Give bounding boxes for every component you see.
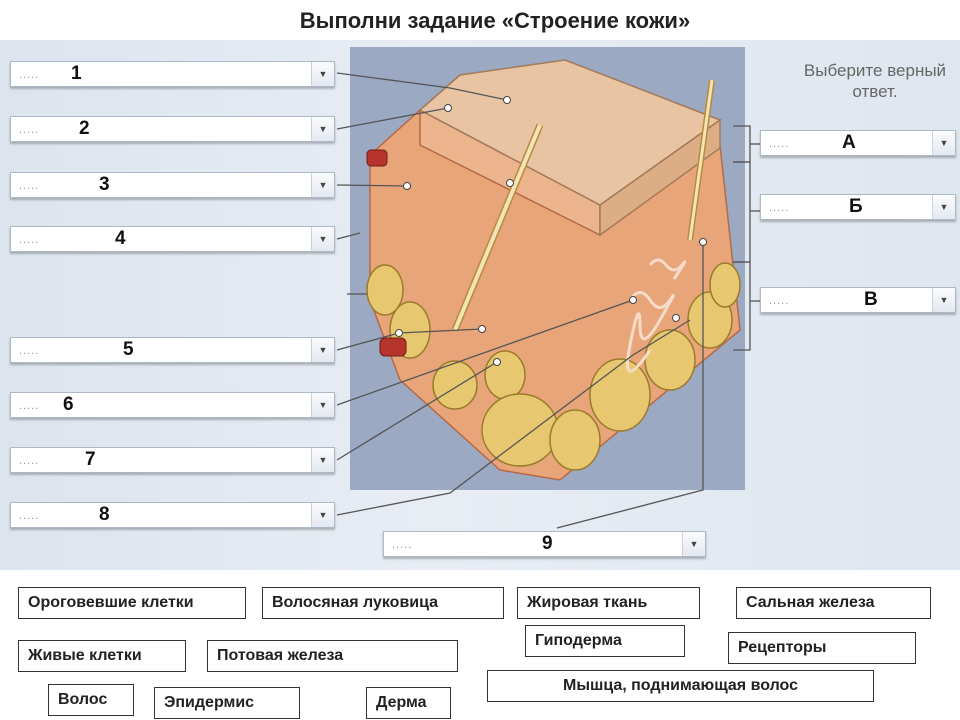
chevron-down-icon[interactable]: ▼ [311, 393, 334, 417]
term-dermis[interactable]: Дерма [366, 687, 451, 719]
chevron-down-icon[interactable]: ▼ [311, 338, 334, 362]
dropdown-placeholder: ..... [19, 345, 39, 357]
term-fat-tissue[interactable]: Жировая ткань [517, 587, 700, 619]
term-hair-bulb[interactable]: Волосяная луковица [262, 587, 504, 619]
term-sweat-gland[interactable]: Потовая железа [207, 640, 458, 672]
dropdown-6[interactable]: ..... 6 ▼ [10, 392, 335, 418]
instruction-hint: Выберите верный ответ. [790, 60, 960, 102]
chevron-down-icon[interactable]: ▼ [311, 448, 334, 472]
dropdown-b[interactable]: ..... Б ▼ [760, 194, 956, 220]
dropdown-placeholder: ..... [769, 295, 789, 307]
dropdown-number: 3 [99, 174, 110, 196]
dropdown-placeholder: ..... [769, 138, 789, 150]
dropdown-letter: Б [849, 196, 863, 218]
chevron-down-icon[interactable]: ▼ [311, 117, 334, 141]
dropdown-9[interactable]: ..... 9 ▼ [383, 531, 706, 557]
dropdown-placeholder: ..... [19, 69, 39, 81]
dropdown-placeholder: ..... [19, 400, 39, 412]
dropdown-7[interactable]: ..... 7 ▼ [10, 447, 335, 473]
dropdown-letter: А [842, 132, 856, 154]
dropdown-placeholder: ..... [392, 539, 412, 551]
chevron-down-icon[interactable]: ▼ [311, 62, 334, 86]
term-hair[interactable]: Волос [48, 684, 134, 716]
dropdown-placeholder: ..... [19, 455, 39, 467]
dropdown-number: 7 [85, 449, 96, 471]
dropdown-placeholder: ..... [19, 510, 39, 522]
chevron-down-icon[interactable]: ▼ [932, 131, 955, 155]
term-hypodermis[interactable]: Гиподерма [525, 625, 685, 657]
dropdown-letter: В [864, 289, 878, 311]
dropdown-5[interactable]: ..... 5 ▼ [10, 337, 335, 363]
dropdown-number: 9 [542, 533, 553, 555]
dropdown-a[interactable]: ..... А ▼ [760, 130, 956, 156]
term-epidermis[interactable]: Эпидермис [154, 687, 300, 719]
term-sebaceous-gland[interactable]: Сальная железа [736, 587, 931, 619]
term-hair-erector-muscle[interactable]: Мышца, поднимающая волос [487, 670, 874, 702]
chevron-down-icon[interactable]: ▼ [311, 227, 334, 251]
dropdown-placeholder: ..... [19, 180, 39, 192]
dropdown-number: 2 [79, 118, 90, 140]
chevron-down-icon[interactable]: ▼ [311, 173, 334, 197]
dropdown-number: 1 [71, 63, 82, 85]
dropdown-number: 4 [115, 228, 126, 250]
dropdown-2[interactable]: ..... 2 ▼ [10, 116, 335, 142]
dropdown-8[interactable]: ..... 8 ▼ [10, 502, 335, 528]
dropdown-3[interactable]: ..... 3 ▼ [10, 172, 335, 198]
chevron-down-icon[interactable]: ▼ [932, 195, 955, 219]
chevron-down-icon[interactable]: ▼ [932, 288, 955, 312]
chevron-down-icon[interactable]: ▼ [682, 532, 705, 556]
term-receptors[interactable]: Рецепторы [728, 632, 916, 664]
dropdown-number: 6 [63, 394, 74, 416]
dropdown-placeholder: ..... [19, 124, 39, 136]
dropdown-1[interactable]: ..... 1 ▼ [10, 61, 335, 87]
dropdown-placeholder: ..... [769, 202, 789, 214]
dropdown-number: 8 [99, 504, 110, 526]
dropdown-placeholder: ..... [19, 234, 39, 246]
dropdown-number: 5 [123, 339, 134, 361]
dropdown-v[interactable]: ..... В ▼ [760, 287, 956, 313]
term-keratinized-cells[interactable]: Ороговевшие клетки [18, 587, 246, 619]
dropdown-4[interactable]: ..... 4 ▼ [10, 226, 335, 252]
chevron-down-icon[interactable]: ▼ [311, 503, 334, 527]
term-living-cells[interactable]: Живые клетки [18, 640, 186, 672]
